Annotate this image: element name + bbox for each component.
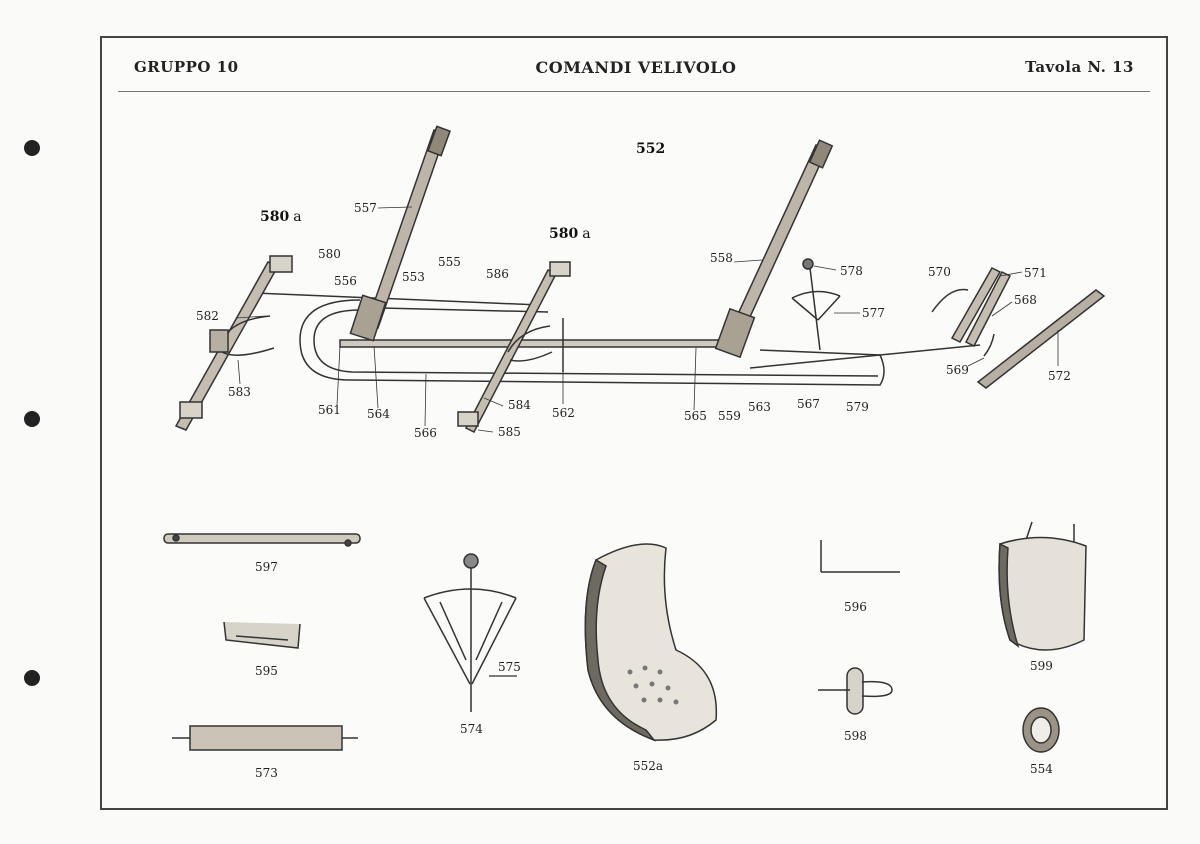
callout-583: 583 xyxy=(228,385,251,399)
part-label-599: 599 xyxy=(1030,659,1053,673)
callout-568: 568 xyxy=(1014,293,1037,307)
callout-585: 585 xyxy=(498,425,521,439)
callout-569: 569 xyxy=(946,363,969,377)
sub-left-suffix: a xyxy=(293,209,301,225)
punch-hole-bottom xyxy=(24,670,40,686)
control-stick-557 xyxy=(349,125,451,342)
callout-556: 556 xyxy=(334,274,357,288)
callout-582: 582 xyxy=(196,309,219,323)
link-rod-597 xyxy=(163,533,361,547)
plate-header: GRUPPO 10 COMANDI VELIVOLO Tavola N. 13 xyxy=(102,38,1166,92)
torque-tube-565 xyxy=(339,339,721,348)
callout-586: 586 xyxy=(486,267,509,281)
control-stick-558 xyxy=(714,139,834,359)
callout-557: 557 xyxy=(354,201,377,215)
pilot-seat-552a xyxy=(584,543,718,742)
part-label-552a: 552a xyxy=(633,759,663,773)
rudder-bar-right-580a xyxy=(457,261,571,434)
sub-mid-suffix: a xyxy=(582,226,590,242)
callout-578: 578 xyxy=(840,264,863,278)
assembly-number-552: 552 xyxy=(636,141,665,157)
spring-573 xyxy=(172,725,358,751)
part-label-596: 596 xyxy=(844,600,867,614)
callout-562: 562 xyxy=(552,406,575,420)
callout-566: 566 xyxy=(414,426,437,440)
angle-rod-596 xyxy=(820,540,900,573)
callout-564: 564 xyxy=(367,407,390,421)
callout-571: 571 xyxy=(1024,266,1047,280)
trim-quadrant-577 xyxy=(791,258,841,351)
pedal-572 xyxy=(976,289,1106,389)
callout-555: 555 xyxy=(438,255,461,269)
punch-hole-middle xyxy=(24,411,40,427)
headrest-599 xyxy=(998,521,1087,651)
rudder-cable-567 xyxy=(749,344,981,369)
control-frame-566 xyxy=(299,299,885,386)
sub-mid-number: 580 xyxy=(549,226,578,242)
callout-558: 558 xyxy=(710,251,733,265)
plate-number: Tavola N. 13 xyxy=(1025,58,1134,76)
part-label-595: 595 xyxy=(255,664,278,678)
callout-561: 561 xyxy=(318,403,341,417)
cross-rod-586 xyxy=(254,292,541,306)
callout-553: 553 xyxy=(402,270,425,284)
callout-563: 563 xyxy=(748,400,771,414)
trim-quadrant-574 xyxy=(423,553,517,712)
part-label-598: 598 xyxy=(844,729,867,743)
part-label-574: 574 xyxy=(460,722,483,736)
callout-572: 572 xyxy=(1048,369,1071,383)
plate-title: COMANDI VELIVOLO xyxy=(535,58,737,77)
callout-584: 584 xyxy=(508,398,531,412)
bearing-554 xyxy=(1022,707,1060,753)
part-label-597: 597 xyxy=(255,560,278,574)
callout-580: 580 xyxy=(318,247,341,261)
fitting-598 xyxy=(818,667,893,715)
part-label-554: 554 xyxy=(1030,762,1053,776)
callout-559: 559 xyxy=(718,409,741,423)
rudder-bar-left-580a xyxy=(174,255,293,431)
header-rule xyxy=(118,91,1150,92)
pedal-linkage-568 xyxy=(931,267,1012,357)
callout-570: 570 xyxy=(928,265,951,279)
callout-567: 567 xyxy=(797,397,820,411)
sub-left-number: 580 xyxy=(260,209,289,225)
part-label-573: 573 xyxy=(255,766,278,780)
punch-hole-top xyxy=(24,140,40,156)
group-label: GRUPPO 10 xyxy=(134,58,239,76)
part-label-575: 575 xyxy=(498,660,521,674)
callout-577: 577 xyxy=(862,306,885,320)
callout-565: 565 xyxy=(684,409,707,423)
callout-579: 579 xyxy=(846,400,869,414)
bracket-595 xyxy=(223,621,301,649)
